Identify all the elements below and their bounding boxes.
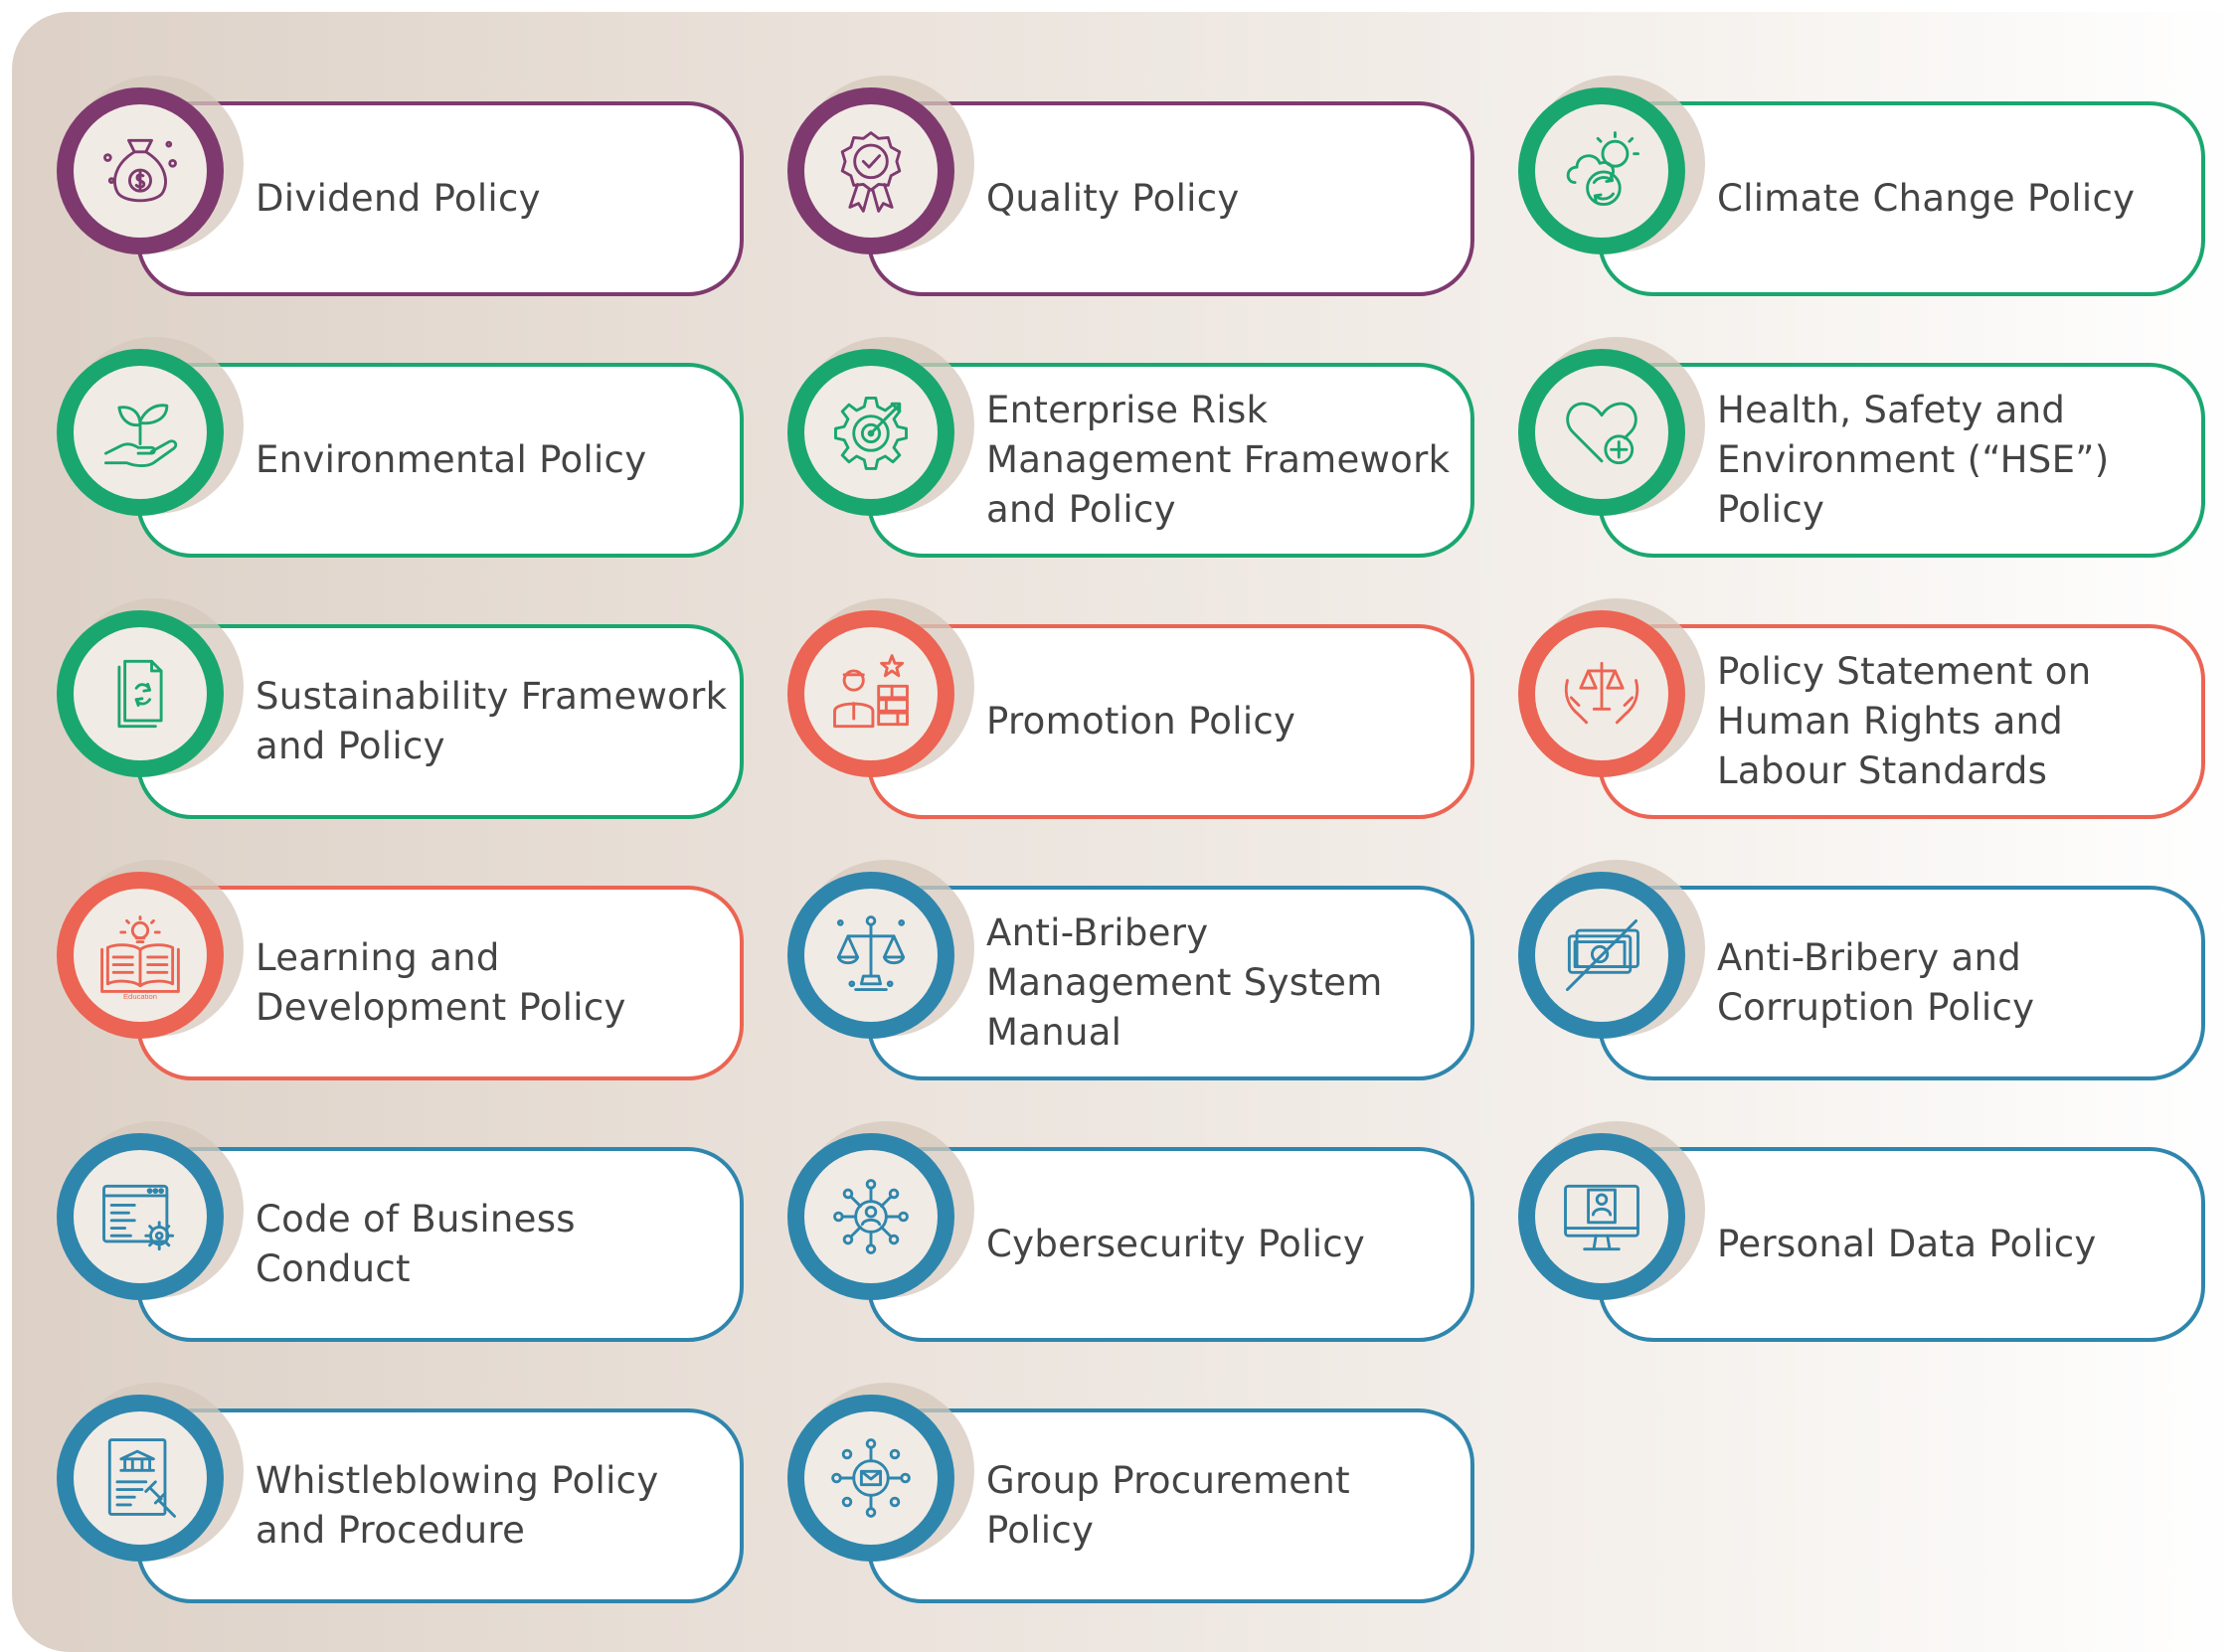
policy-card-human-rights[interactable]: Policy Statement on Human Rights and Lab…	[1518, 596, 2214, 825]
climate-icon	[1535, 104, 1668, 238]
legal-document-icon	[74, 1411, 207, 1545]
monitor-id-icon	[1535, 1150, 1668, 1283]
icon-ring	[787, 1133, 954, 1300]
network-user-icon	[804, 1150, 938, 1283]
policy-card-business-conduct[interactable]: Code of Business Conduct	[57, 1119, 753, 1348]
book-caption: Education	[123, 992, 157, 1001]
recycle-document-icon	[74, 627, 207, 760]
policy-card-learning[interactable]: Education Learning and Development Polic…	[57, 858, 753, 1086]
policy-card-cybersecurity[interactable]: Cybersecurity Policy	[787, 1119, 1483, 1348]
scales-hands-icon	[1535, 627, 1668, 760]
policy-card-enterprise-risk[interactable]: Enterprise Risk Management Framework and…	[787, 335, 1483, 564]
policy-label: Climate Change Policy	[1717, 177, 2136, 220]
justice-scales-icon	[804, 889, 938, 1022]
icon-ring	[787, 610, 954, 777]
icon-ring	[1518, 872, 1685, 1039]
icon-ring	[57, 1133, 224, 1300]
icon-ring	[1518, 1133, 1685, 1300]
policy-label: Learning and Development Policy	[256, 936, 626, 1029]
policy-label: Whistleblowing Policy and Procedure	[256, 1459, 659, 1552]
icon-ring	[57, 87, 224, 254]
policy-label: Anti-Bribery and Corruption Policy	[1717, 936, 2035, 1029]
policy-card-group-procurement[interactable]: Group Procurement Policy	[787, 1381, 1483, 1609]
open-book-icon: Education	[74, 889, 207, 1022]
icon-ring	[787, 349, 954, 516]
policy-label: Personal Data Policy	[1717, 1223, 2097, 1265]
heart-plus-icon	[1535, 366, 1668, 499]
plant-hand-icon	[74, 366, 207, 499]
policy-label: Health, Safety and Environment (“HSE”) P…	[1717, 389, 2110, 531]
policy-label: Environmental Policy	[256, 438, 647, 481]
policy-label: Group Procurement Policy	[986, 1459, 1350, 1552]
icon-ring	[57, 610, 224, 777]
policy-label: Dividend Policy	[256, 177, 541, 220]
icon-ring	[787, 872, 954, 1039]
policy-card-sustainability[interactable]: Sustainability Framework and Policy	[57, 596, 753, 825]
policy-label: Enterprise Risk Management Framework and…	[986, 389, 1451, 531]
icon-ring	[1518, 349, 1685, 516]
policy-card-climate-change[interactable]: Climate Change Policy	[1518, 74, 2214, 302]
policy-card-environmental[interactable]: Environmental Policy	[57, 335, 753, 564]
policy-card-dividend[interactable]: Dividend Policy	[57, 74, 753, 302]
policy-label: Code of Business Conduct	[256, 1198, 576, 1290]
money-bag-icon	[74, 104, 207, 238]
promotion-icon	[804, 627, 938, 760]
policy-card-personal-data[interactable]: Personal Data Policy	[1518, 1119, 2214, 1348]
policy-label: Sustainability Framework and Policy	[256, 675, 728, 767]
no-money-icon	[1535, 889, 1668, 1022]
policy-label: Anti-Bribery Management System Manual	[986, 911, 1383, 1054]
icon-ring	[1518, 87, 1685, 254]
code-window-icon	[74, 1150, 207, 1283]
gear-target-icon	[804, 366, 938, 499]
icon-ring	[57, 1395, 224, 1562]
icon-ring: Education	[57, 872, 224, 1039]
policy-card-anti-bribery-corruption[interactable]: Anti-Bribery and Corruption Policy	[1518, 858, 2214, 1086]
quality-badge-icon	[804, 104, 938, 238]
icon-ring	[787, 87, 954, 254]
icon-ring	[57, 349, 224, 516]
policy-card-whistleblowing[interactable]: Whistleblowing Policy and Procedure	[57, 1381, 753, 1609]
policy-card-anti-bribery-manual[interactable]: Anti-Bribery Management System Manual	[787, 858, 1483, 1086]
policy-card-quality[interactable]: Quality Policy	[787, 74, 1483, 302]
policy-card-promotion[interactable]: Promotion Policy	[787, 596, 1483, 825]
policy-label: Cybersecurity Policy	[986, 1223, 1366, 1265]
policy-label: Quality Policy	[986, 177, 1240, 220]
icon-ring	[1518, 610, 1685, 777]
icon-ring	[787, 1395, 954, 1562]
network-mail-icon	[804, 1411, 938, 1545]
policy-label: Promotion Policy	[986, 700, 1296, 743]
background-panel: Dividend Policy Quality Policy	[12, 12, 2239, 1652]
policy-card-hse[interactable]: Health, Safety and Environment (“HSE”) P…	[1518, 335, 2214, 564]
policy-label: Policy Statement on Human Rights and Lab…	[1717, 650, 2092, 792]
